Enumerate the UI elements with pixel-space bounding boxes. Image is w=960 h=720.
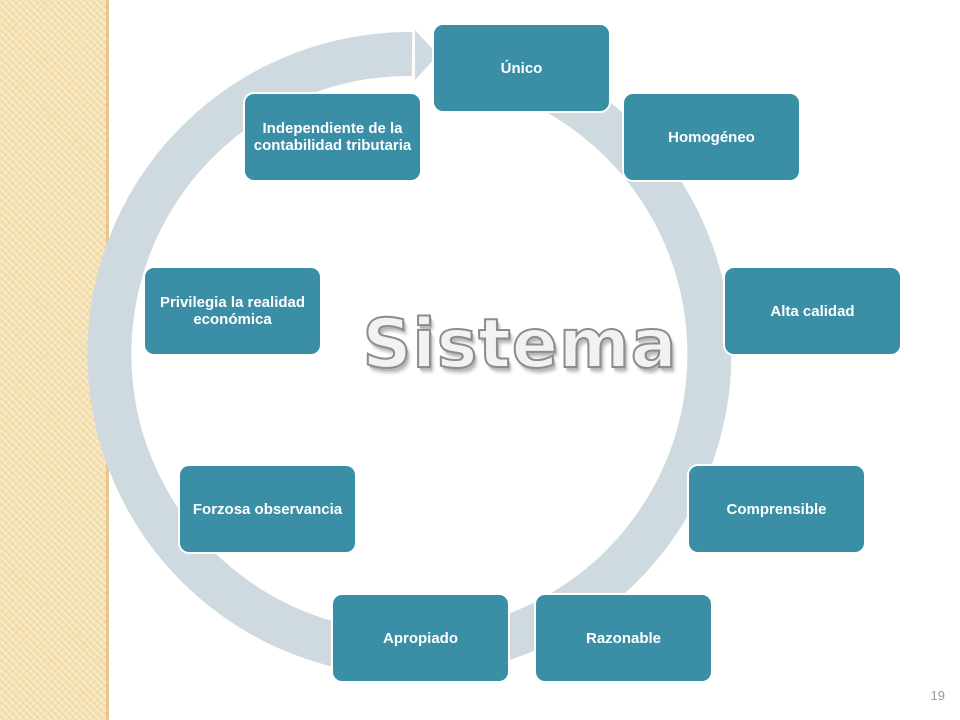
page-number: 19 (930, 688, 945, 703)
node-label: Razonable (585, 629, 661, 647)
node-label: Privilegia la realidad económica (159, 294, 306, 328)
node-label: Forzosa observancia (192, 500, 343, 518)
node-label: Comprensible (726, 500, 827, 518)
node-unico: Único (434, 25, 609, 111)
node-apropiado: Apropiado (333, 595, 508, 681)
node-comprensible: Comprensible (689, 466, 864, 552)
node-label: Apropiado (383, 629, 458, 647)
node-independiente-contabilidad-tributaria: Independiente de la contabilidad tributa… (245, 94, 420, 180)
node-razonable: Razonable (536, 595, 711, 681)
node-forzosa-observancia: Forzosa observancia (180, 466, 355, 552)
node-label: Único (500, 59, 543, 77)
center-title: Sistema (361, 304, 678, 385)
node-label: Homogéneo (668, 128, 755, 146)
node-alta-calidad: Alta calidad (725, 268, 900, 354)
node-privilegia-realidad-economica: Privilegia la realidad económica (145, 268, 320, 354)
node-label: Independiente de la contabilidad tributa… (253, 120, 412, 154)
node-homogeneo: Homogéneo (624, 94, 799, 180)
node-label: Alta calidad (770, 302, 855, 320)
cycle-arrow-head (415, 30, 438, 80)
